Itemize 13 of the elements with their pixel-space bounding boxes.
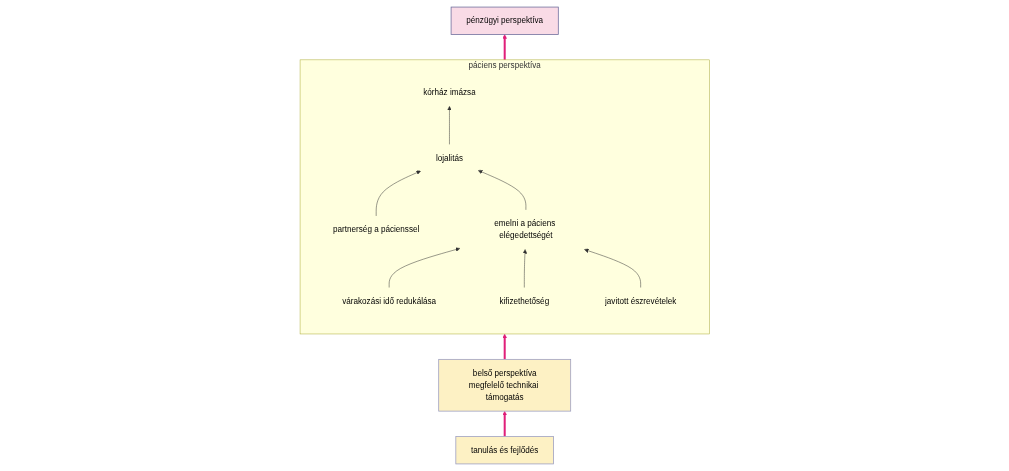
node-text: partnerség a pácienssel — [332, 225, 420, 234]
arrow — [502, 34, 507, 60]
node-text: kórház imázsa — [423, 88, 476, 97]
node-text: kifizethetőség — [499, 296, 549, 306]
arrow — [502, 333, 507, 360]
node-text: javitott észrevételek — [604, 296, 677, 306]
node-text: lojalitás — [435, 153, 463, 163]
node-text: emelni a páciens elégedettségét — [494, 218, 556, 240]
arrow — [502, 410, 507, 437]
node-text: várakozási idő redukálása — [341, 296, 436, 306]
node-box: belső perspektíva megfelelő technikai támogatás — [438, 358, 571, 412]
node-box: pénzügyi perspektíva — [450, 6, 559, 35]
node-box: tanulás és fejlődés — [455, 436, 554, 465]
